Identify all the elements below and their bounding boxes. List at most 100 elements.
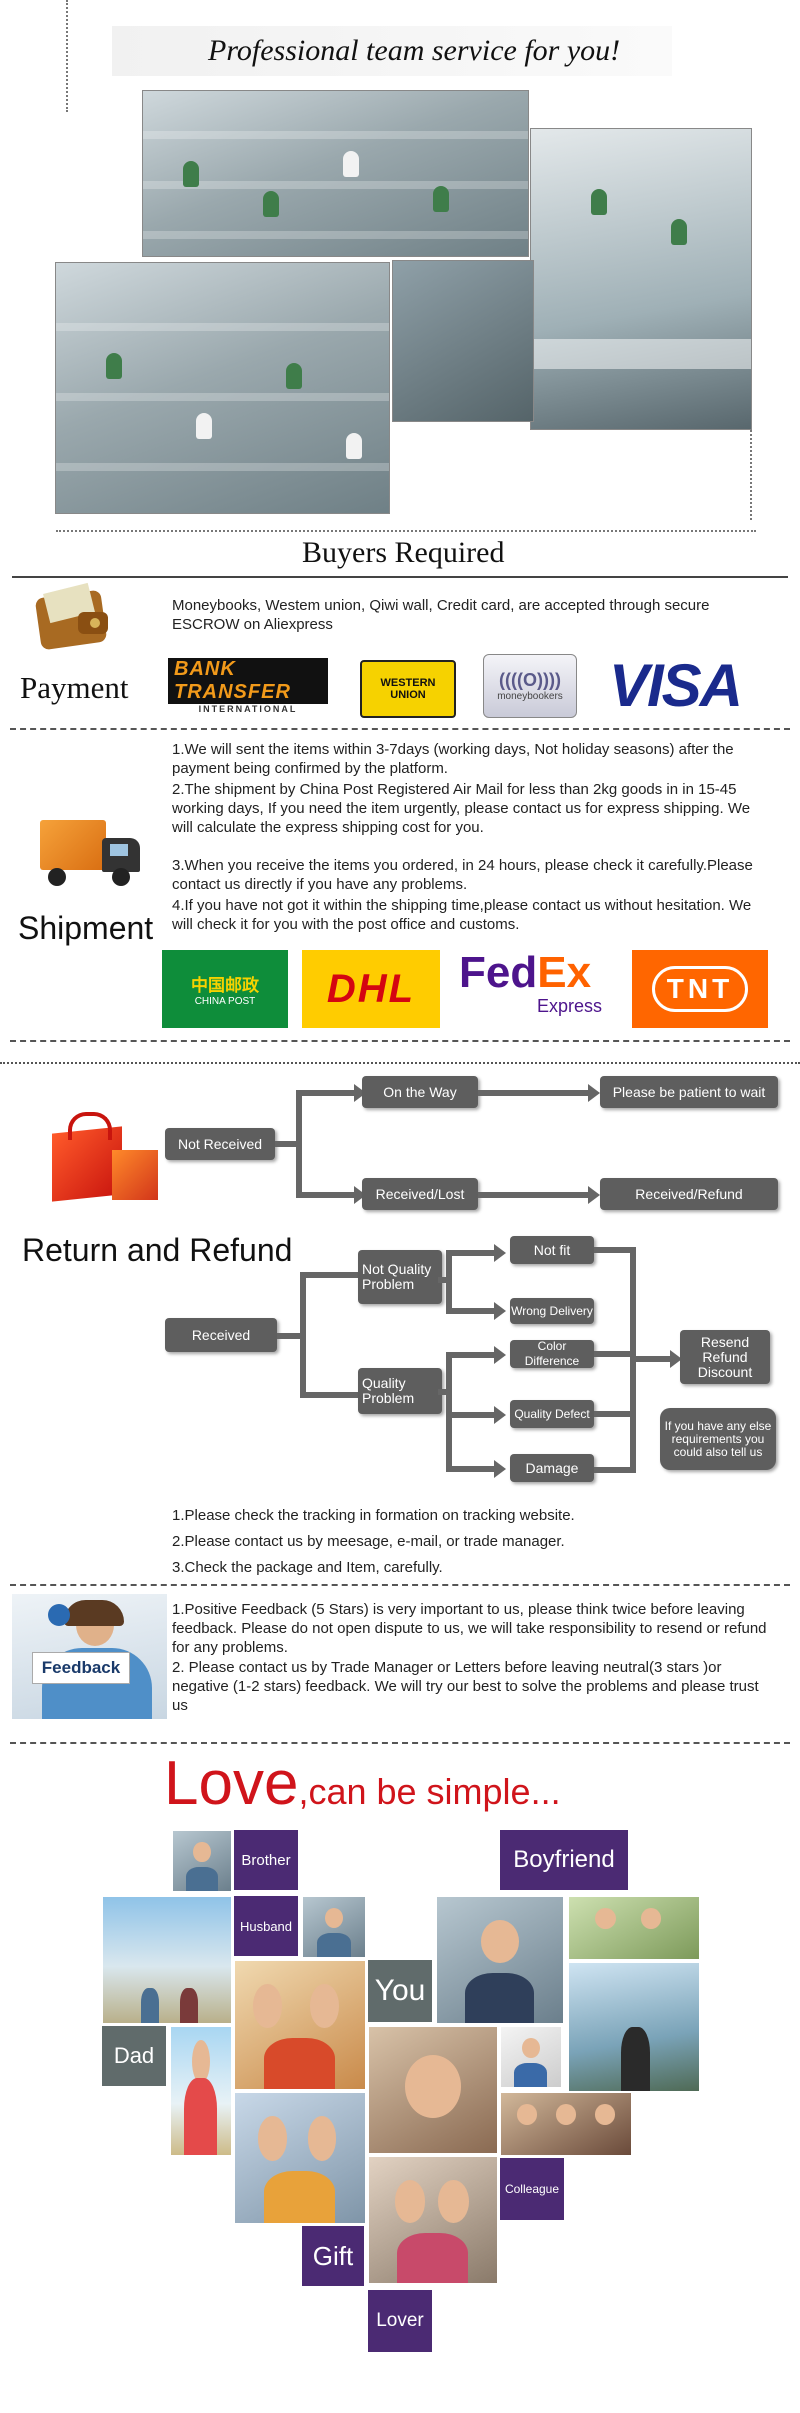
photo-tile [234,1960,366,2090]
label-lover: Lover [368,2290,432,2352]
factory-photo-left [55,262,390,514]
flow-arrow-quality-defect [446,1406,506,1424]
flow-arrow-not-fit [446,1244,506,1262]
flow-received-refund: Received/Refund [600,1178,778,1210]
flow-connector-right-top [594,1247,634,1253]
bank-transfer-main: BANK TRANSFER [168,658,328,704]
flow-be-patient: Please be patient to wait [600,1076,778,1108]
flow-arrow-received-refund [478,1186,600,1204]
factory-photo-right [530,128,752,430]
photo-tile [568,1962,700,2092]
flow-quality-problem: Quality Problem [358,1368,442,1414]
flow-arrow-received-lost [296,1186,366,1204]
dhl-logo: DHL [302,950,440,1028]
buyers-required-title: Buyers Required [302,536,505,569]
flow-quality-defect: Quality Defect [510,1400,594,1428]
flow-on-the-way: On the Way [362,1076,478,1108]
photo-tile [568,1896,700,1960]
label-dad: Dad [102,2026,166,2086]
fedex-logo: FedEx Express [455,950,620,1028]
photo-tile [500,2026,562,2088]
photo-tile [368,2156,498,2284]
feedback-label: Feedback [32,1652,130,1684]
flow-arrow-on-the-way [296,1084,366,1102]
photo-tile [170,2026,232,2156]
label-brother: Brother [234,1830,298,1890]
china-post-logo: 中国邮政 CHINA POST [162,950,288,1028]
photo-tile [436,1896,564,2024]
flow-connector-nqp [300,1272,360,1278]
refund-top-divider [0,1062,800,1064]
photo-tile [102,1896,232,2024]
flow-connector-qp [300,1392,360,1398]
flow-resend-refund-discount: Resend Refund Discount [680,1330,770,1384]
refund-divider [10,1584,790,1586]
love-title-rest: ,can be simple... [298,1771,561,1812]
flow-connector-qp-v [446,1352,452,1470]
tnt-text: TNT [651,966,749,1012]
shipment-divider [10,1040,790,1042]
factory-photo-top [142,90,529,257]
photo-tile [302,1896,366,1958]
china-post-en: CHINA POST [194,996,256,1007]
shipment-item-2: 2.The shipment by China Post Registered … [172,781,751,836]
refund-note-1: 1.Please check the tracking in formation… [172,1507,575,1524]
shipment-item-3: 3.When you receive the items you ordered… [172,857,753,893]
flow-connector-received [277,1333,303,1339]
bank-transfer-sub: INTERNATIONAL [198,704,298,714]
header-dotted-bottom [56,530,756,532]
label-colleague: Colleague [500,2158,564,2220]
flow-connector-right-v [630,1247,636,1473]
fedex-fed: Fed [459,948,538,997]
header-dotted-left [66,0,68,112]
flow-connector-nqp-h [438,1277,450,1283]
flow-damage: Damage [510,1454,594,1482]
flow-connector-qp-h [438,1389,450,1395]
fedex-ex: Ex [537,948,592,997]
flow-arrow-damage [446,1460,506,1478]
flow-connector-nr [275,1141,299,1147]
shipment-label: Shipment [18,910,154,946]
china-post-cn: 中国邮政 [191,976,259,995]
shopping-bags-icon [50,1110,160,1210]
payment-text: Moneybooks, Westem union, Qiwi wall, Cre… [172,597,710,633]
love-title-big: Love [164,1749,299,1818]
flow-arrow-color-difference [446,1346,506,1364]
shipment-item-4: 4.If you have not got it within the ship… [172,897,752,933]
photo-tile [234,2092,366,2224]
dhl-text: DHL [326,966,416,1011]
header-title: Professional team service for you! [208,34,621,67]
feedback-divider [10,1742,790,1744]
feedback-image: Feedback [12,1594,167,1719]
payment-divider [10,728,790,730]
label-you: You [368,1960,432,2022]
shipment-item-1: 1.We will sent the items within 3-7days … [172,741,734,777]
fedex-express: Express [537,996,603,1016]
flow-color-difference: Color Difference [510,1339,594,1368]
love-title: Love,can be simple... [164,1748,561,1819]
flow-connector-received-v [300,1272,306,1396]
flow-any-else: If you have any else requirements you co… [660,1408,776,1470]
refund-label: Return and Refund [22,1232,293,1268]
header-dotted-right [750,410,752,520]
flow-not-received: Not Received [165,1128,275,1160]
photo-tile [500,2092,632,2156]
flow-received-lost: Received/Lost [362,1178,478,1210]
photo-tile [368,2026,498,2154]
flow-connector-top [296,1090,302,1198]
truck-icon [40,816,145,896]
flow-connector-right-qd [594,1411,634,1417]
flow-connector-right-dm [594,1467,634,1473]
flow-not-quality-problem: Not Quality Problem [358,1250,442,1304]
moneybookers-text: moneybookers [497,691,563,702]
moneybookers-rings-icon: ((((O)))) [499,670,561,690]
flow-arrow-be-patient [478,1084,600,1102]
refund-note-2: 2.Please contact us by meesage, e-mail, … [172,1533,565,1550]
flow-arrow-wrong-delivery [446,1302,506,1320]
label-boyfriend: Boyfriend [500,1830,628,1890]
label-husband: Husband [234,1896,298,1956]
header-banner [112,26,672,76]
flow-arrow-resend [634,1350,682,1368]
buyers-required-rule [12,576,788,578]
photo-tile [172,1830,232,1892]
